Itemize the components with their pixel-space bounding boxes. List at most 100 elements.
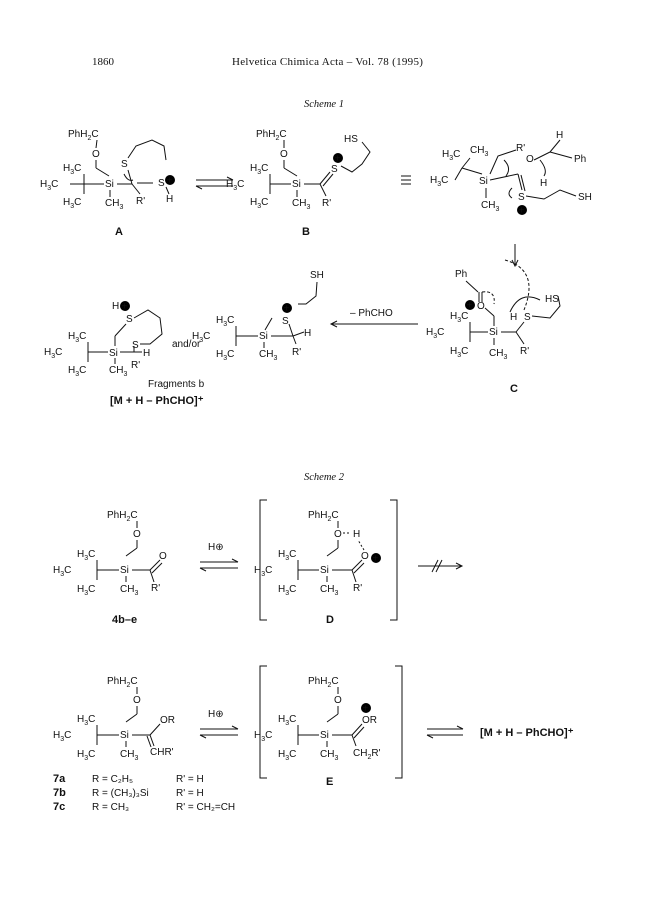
- svg-text:PhH2C: PhH2C: [308, 510, 339, 523]
- svg-text:S: S: [158, 178, 165, 189]
- svg-text:H3C: H3C: [442, 149, 460, 162]
- legend-id-7b: 7b: [53, 787, 66, 799]
- svg-text:Si: Si: [320, 565, 329, 576]
- svg-text:R': R': [520, 346, 529, 357]
- svg-text:H3C: H3C: [68, 331, 86, 344]
- svg-text:R': R': [353, 583, 362, 594]
- svg-text:Si: Si: [292, 179, 301, 190]
- svg-text:H: H: [540, 178, 547, 189]
- bracket-D: [259, 499, 398, 621]
- svg-text:R': R': [136, 196, 145, 207]
- svg-text:H3C: H3C: [77, 749, 95, 762]
- structure-D: PhH2C O H Si H3C H3C H3C CH3 O + R': [254, 510, 381, 597]
- svg-text:+: +: [363, 704, 369, 715]
- svg-text:H3C: H3C: [68, 365, 86, 378]
- legend-rp-7b: R' = H: [176, 788, 204, 799]
- svg-text:H3C: H3C: [250, 197, 268, 210]
- svg-text:H: H: [353, 529, 360, 540]
- svg-text:SH: SH: [578, 192, 592, 203]
- svg-text:H3C: H3C: [450, 311, 468, 324]
- structure-chair: H3C CH3 H3C Si CH3 R' O H Ph H S + SH: [430, 130, 592, 217]
- svg-text:H: H: [510, 312, 517, 323]
- legend-id-7c: 7c: [53, 801, 65, 813]
- proton-label-1: H⊕: [208, 542, 224, 553]
- and-or-text: and/or: [172, 339, 201, 350]
- svg-text:S: S: [518, 192, 525, 203]
- arrow-left: [329, 320, 418, 328]
- svg-text:PhH2C: PhH2C: [308, 676, 339, 689]
- svg-text:O: O: [133, 695, 141, 706]
- label-C: C: [510, 383, 518, 395]
- equilibrium-arrow-1: [195, 176, 234, 190]
- proton-label-2: H⊕: [208, 709, 224, 720]
- svg-text:H3C: H3C: [40, 179, 58, 192]
- svg-text:Si: Si: [489, 327, 498, 338]
- label-4: 4b–e: [112, 614, 137, 626]
- svg-text:H3C: H3C: [63, 197, 81, 210]
- svg-text:CH3: CH3: [109, 365, 127, 378]
- svg-text:R': R': [151, 583, 160, 594]
- legend-rp-7a: R' = H: [176, 774, 204, 785]
- svg-text:CH3: CH3: [320, 584, 338, 597]
- svg-text:R': R': [516, 143, 525, 154]
- svg-text:O: O: [361, 551, 369, 562]
- svg-text:H3C: H3C: [77, 714, 95, 727]
- svg-text:S: S: [132, 340, 139, 351]
- svg-text:Ph: Ph: [455, 269, 467, 280]
- svg-text:OR: OR: [160, 715, 175, 726]
- blocked-arrow: [418, 559, 464, 573]
- structure-B: PhH2C O Si H3C H3C H3C CH3 R' S + HS: [226, 129, 371, 211]
- structure-4: PhH2C O Si H3C H3C H3C CH3 O R': [53, 510, 167, 597]
- svg-text:SH: SH: [310, 270, 324, 281]
- legend-r-7c: R = CH₃: [92, 802, 129, 813]
- svg-text:H: H: [166, 194, 173, 205]
- svg-text:CH3: CH3: [481, 200, 499, 213]
- structure-fragment-1: H + S S Si H3C H3C H3C H CH3 R': [44, 301, 163, 378]
- svg-text:O: O: [280, 149, 288, 160]
- label-A: A: [115, 226, 123, 238]
- svg-text:CH3: CH3: [120, 749, 138, 762]
- svg-text:O: O: [92, 149, 100, 160]
- svg-text:Si: Si: [120, 565, 129, 576]
- svg-text:O: O: [159, 551, 167, 562]
- reagent-loss: – PhCHO: [350, 308, 393, 319]
- svg-text:+: +: [284, 304, 290, 315]
- svg-text:H3C: H3C: [44, 347, 62, 360]
- legend-id-7a: 7a: [53, 773, 66, 785]
- svg-text:H3C: H3C: [278, 584, 296, 597]
- legend-r-7a: R = C₂H₅: [92, 774, 133, 785]
- equilibrium-arrow-2: [199, 558, 239, 572]
- svg-text:Si: Si: [109, 348, 118, 359]
- product-ion: [M + H – PhCHO]⁺: [480, 727, 574, 739]
- svg-text:H3C: H3C: [450, 346, 468, 359]
- svg-text:CH3: CH3: [292, 198, 310, 211]
- label-B: B: [302, 226, 310, 238]
- svg-text:H3C: H3C: [430, 175, 448, 188]
- svg-text:OR: OR: [362, 715, 377, 726]
- compound-legend: 7a R = C₂H₅ R' = H 7b R = (CH₃)₃Si R' = …: [53, 773, 235, 813]
- scheme1-title: Scheme 1: [304, 99, 344, 110]
- svg-text:CH3: CH3: [105, 198, 123, 211]
- svg-text:H3C: H3C: [77, 584, 95, 597]
- svg-text:CH3: CH3: [320, 749, 338, 762]
- svg-text:CH3: CH3: [120, 584, 138, 597]
- svg-text:S: S: [331, 164, 338, 175]
- svg-text:H3C: H3C: [53, 730, 71, 743]
- svg-text:H3C: H3C: [226, 179, 244, 192]
- svg-text:H3C: H3C: [192, 331, 210, 344]
- svg-text:+: +: [519, 206, 525, 217]
- page-number: 1860: [92, 56, 114, 68]
- bracket-E: [259, 665, 403, 779]
- svg-text:CH3: CH3: [259, 349, 277, 362]
- equilibrium-arrow-4: [426, 725, 464, 739]
- svg-text:H3C: H3C: [216, 315, 234, 328]
- svg-text:O: O: [334, 695, 342, 706]
- svg-text:Si: Si: [259, 331, 268, 342]
- arrow-down: [511, 244, 519, 268]
- equilibrium-arrow-3: [199, 725, 239, 739]
- svg-text:Si: Si: [479, 176, 488, 187]
- svg-text:CH3: CH3: [489, 348, 507, 361]
- structure-E: PhH2C O Si H3C H3C H3C CH3 + OR CH2R': [254, 676, 381, 762]
- svg-text:+: +: [373, 554, 379, 565]
- svg-text:+: +: [122, 302, 128, 313]
